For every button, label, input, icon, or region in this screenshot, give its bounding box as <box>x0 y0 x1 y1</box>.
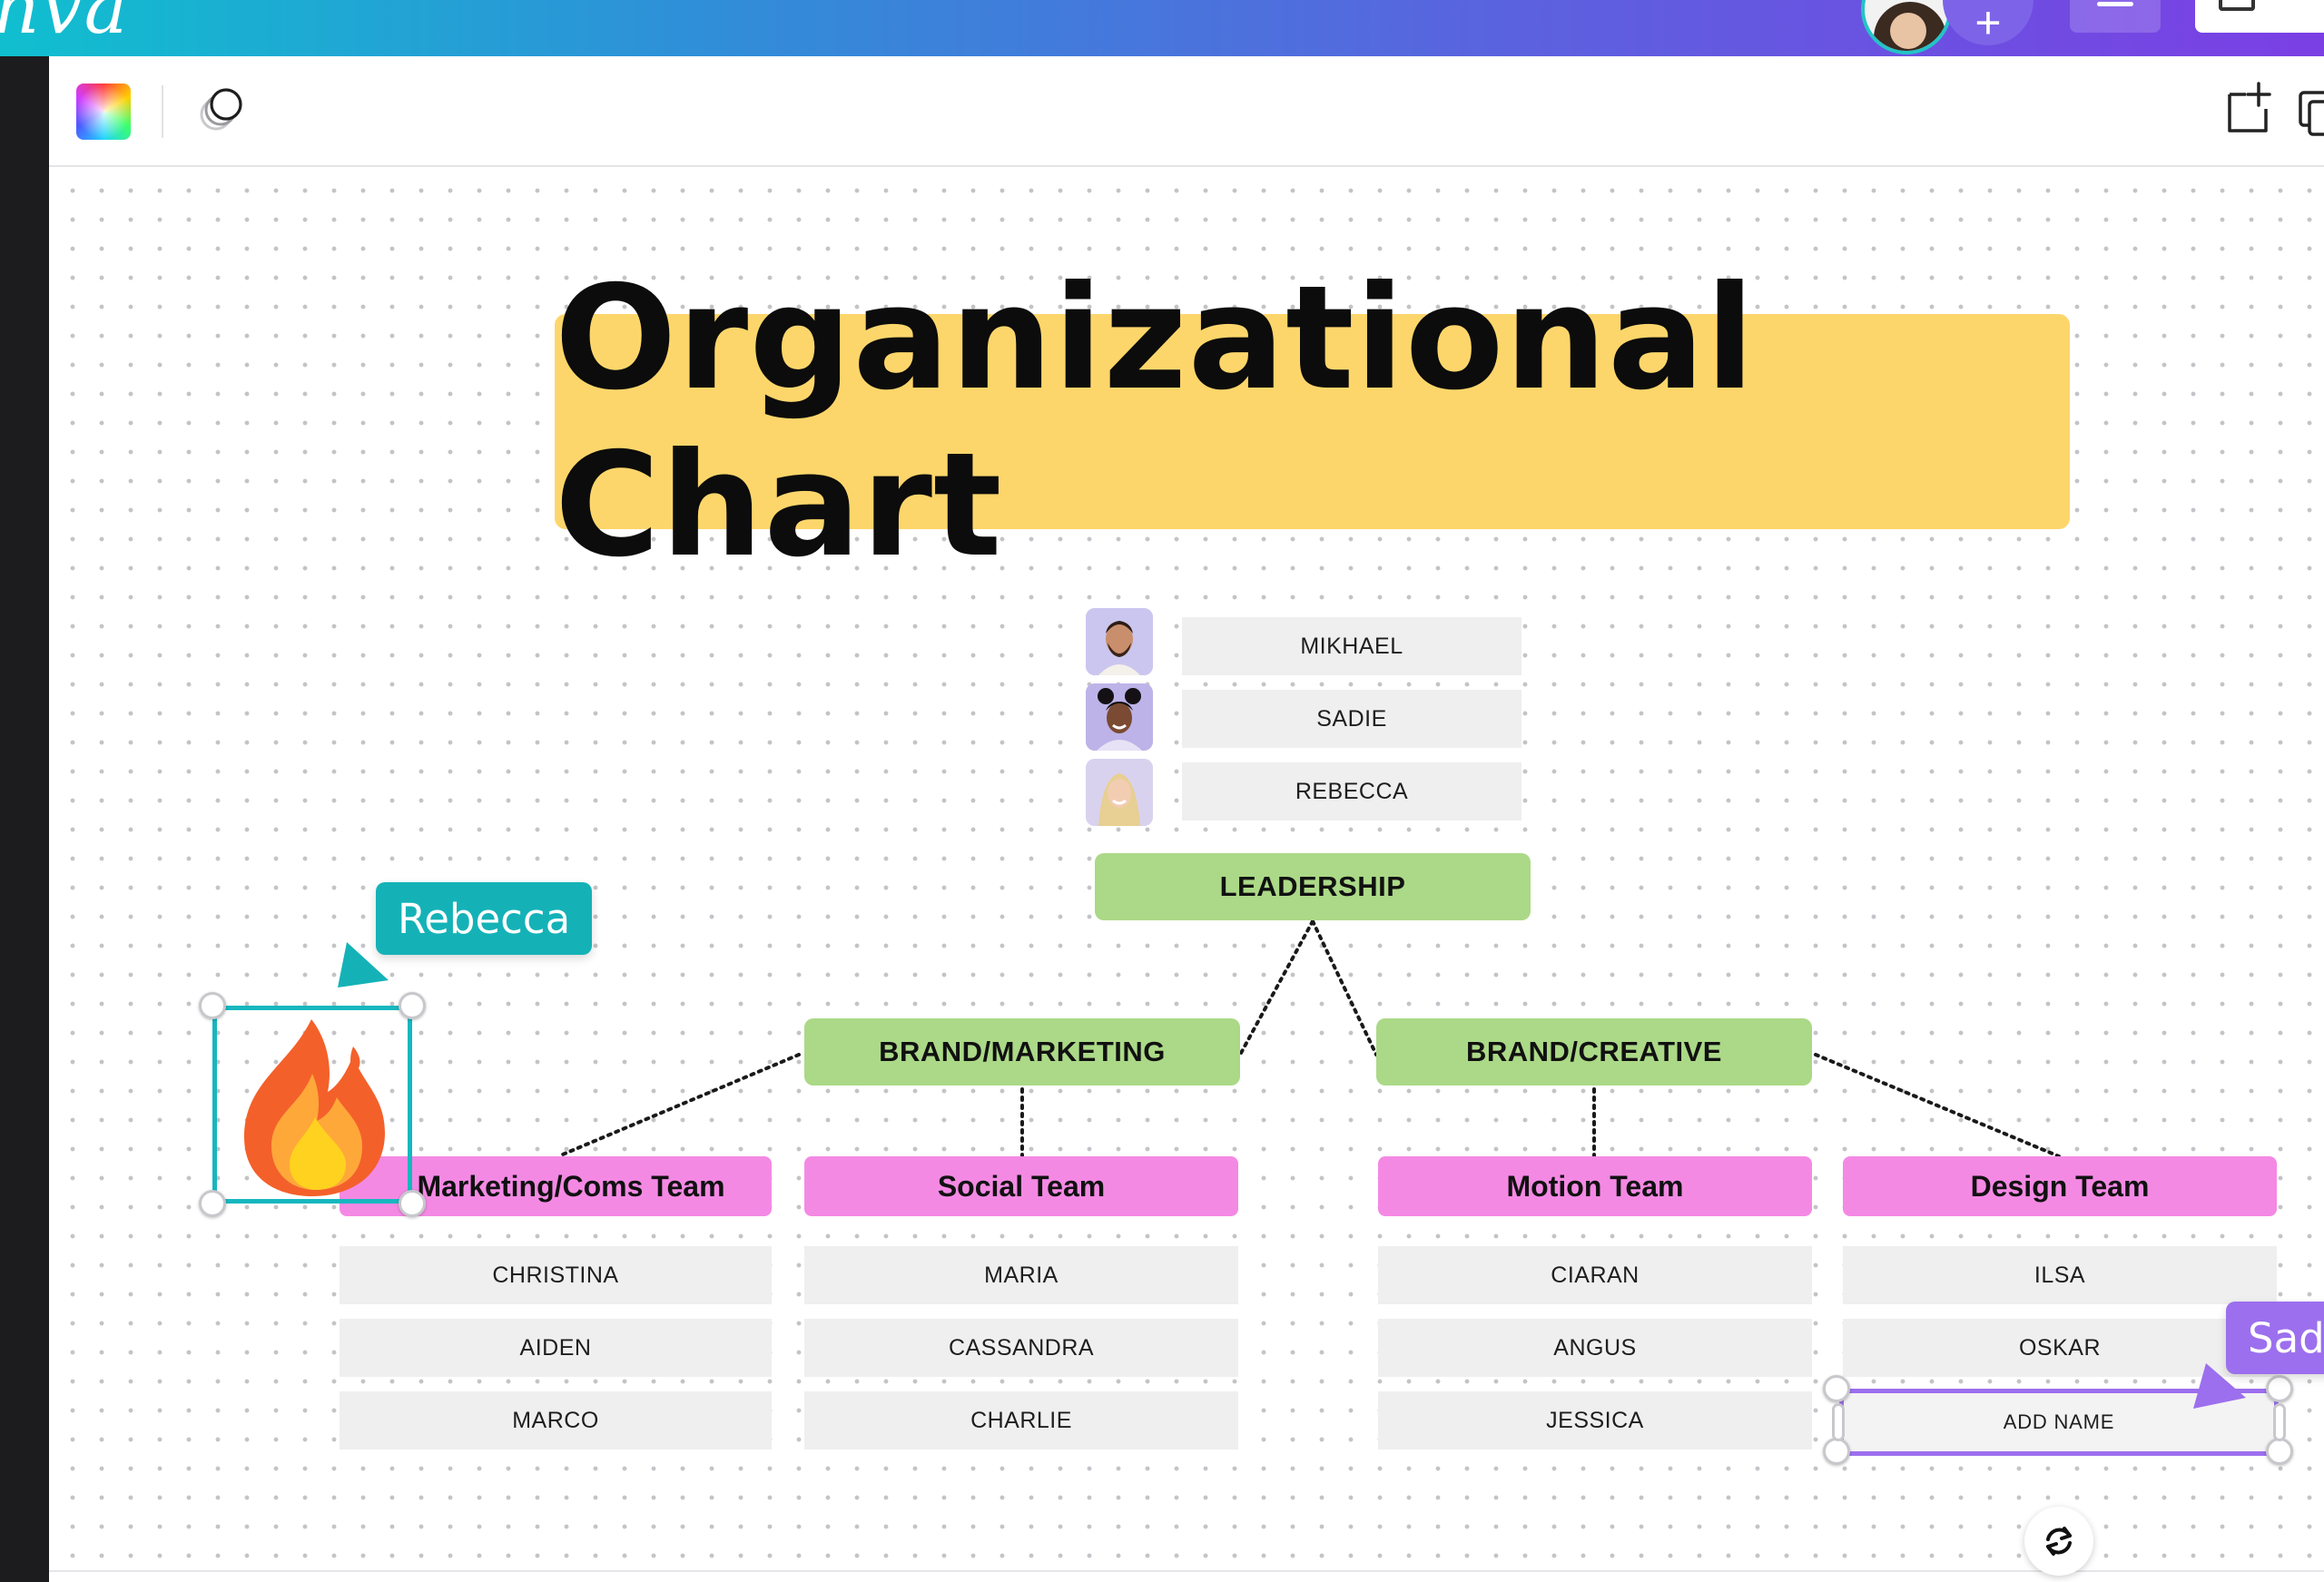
chart-title-box[interactable]: Organizational Chart <box>555 255 2070 589</box>
share-icon <box>2219 0 2255 11</box>
team-member-cell[interactable]: MARIA <box>804 1246 1238 1304</box>
avatar-icon <box>1874 2 1946 51</box>
team-header-motion[interactable]: Motion Team <box>1378 1156 1812 1216</box>
collaborator-tag-rebecca: Rebecca <box>376 882 593 955</box>
team-member-cell[interactable]: MARCO <box>340 1391 772 1449</box>
team-header-label: Marketing/Coms Team <box>417 1169 725 1203</box>
resize-handle[interactable] <box>199 1190 226 1217</box>
avatar-mikhael[interactable] <box>1086 608 1153 675</box>
resize-handle[interactable] <box>399 992 426 1019</box>
department-box-creative[interactable]: BRAND/CREATIVE <box>1376 1018 1812 1086</box>
team-member-cell[interactable]: AIDEN <box>340 1319 772 1377</box>
top-bar: nva + <box>0 0 2324 56</box>
department-box-marketing[interactable]: BRAND/MARKETING <box>804 1018 1240 1086</box>
left-sidebar-edge <box>0 56 49 1582</box>
color-picker-icon[interactable] <box>76 84 131 140</box>
leadership-box[interactable]: LEADERSHIP <box>1095 853 1531 920</box>
transparency-icon[interactable] <box>196 85 247 136</box>
team-header-social[interactable]: Social Team <box>804 1156 1238 1216</box>
resize-handle[interactable] <box>199 992 226 1019</box>
editor-toolbar <box>49 56 2324 167</box>
rotate-icon <box>2046 1527 2072 1556</box>
app-logo[interactable]: nva <box>0 0 130 50</box>
side-resize-handle[interactable] <box>1832 1403 1845 1441</box>
team-member-cell[interactable]: CHARLIE <box>804 1391 1238 1449</box>
team-header-design[interactable]: Design Team <box>1843 1156 2277 1216</box>
resize-handle[interactable] <box>1823 1438 1850 1465</box>
add-collaborator-button[interactable]: + <box>1943 0 2034 48</box>
duplicate-page-icon[interactable] <box>2297 85 2324 136</box>
share-button[interactable] <box>2195 0 2324 33</box>
team-member-cell[interactable]: CASSANDRA <box>804 1319 1238 1377</box>
team-member-cell[interactable]: ILSA <box>1843 1246 2277 1304</box>
avatar-sadie[interactable] <box>1086 683 1153 751</box>
team-member-cell[interactable]: JESSICA <box>1378 1391 1812 1449</box>
leader-name-cell[interactable]: REBECCA <box>1182 762 1521 820</box>
resize-handle[interactable] <box>399 1190 426 1217</box>
team-member-cell[interactable]: CHRISTINA <box>340 1246 772 1304</box>
side-resize-handle[interactable] <box>2273 1403 2286 1441</box>
person-photo-icon <box>1086 683 1153 751</box>
resize-handle[interactable] <box>2266 1438 2293 1465</box>
team-member-cell[interactable]: CIARAN <box>1378 1246 1812 1304</box>
toolbar-divider <box>162 85 163 138</box>
user-avatar[interactable] <box>1861 0 1952 54</box>
rotate-button[interactable] <box>2024 1507 2093 1576</box>
menu-icon <box>2097 2 2133 6</box>
collaborator-cursor-icon <box>2193 1363 2246 1409</box>
avatar-rebecca[interactable] <box>1086 759 1153 826</box>
team-member-cell[interactable]: ANGUS <box>1378 1319 1812 1377</box>
fire-sticker <box>244 1019 385 1196</box>
fire-sticker-selection[interactable] <box>212 1006 412 1204</box>
leader-name-cell[interactable]: MIKHAEL <box>1182 617 1521 675</box>
leader-name-cell[interactable]: SADIE <box>1182 690 1521 748</box>
resize-handle[interactable] <box>1823 1375 1850 1402</box>
menu-button[interactable] <box>2070 0 2161 33</box>
person-photo-icon <box>1086 608 1153 675</box>
resize-handle[interactable] <box>2266 1375 2293 1402</box>
collaborator-tag-sadie: Sad <box>2226 1302 2324 1374</box>
person-photo-icon <box>1086 759 1153 826</box>
team-member-cell[interactable]: OSKAR <box>1843 1319 2277 1377</box>
canvas-edge <box>49 1570 2324 1572</box>
collaborator-cursor-icon <box>338 942 389 988</box>
add-page-icon[interactable] <box>2224 82 2275 136</box>
chart-title: Organizational Chart <box>555 254 1756 589</box>
